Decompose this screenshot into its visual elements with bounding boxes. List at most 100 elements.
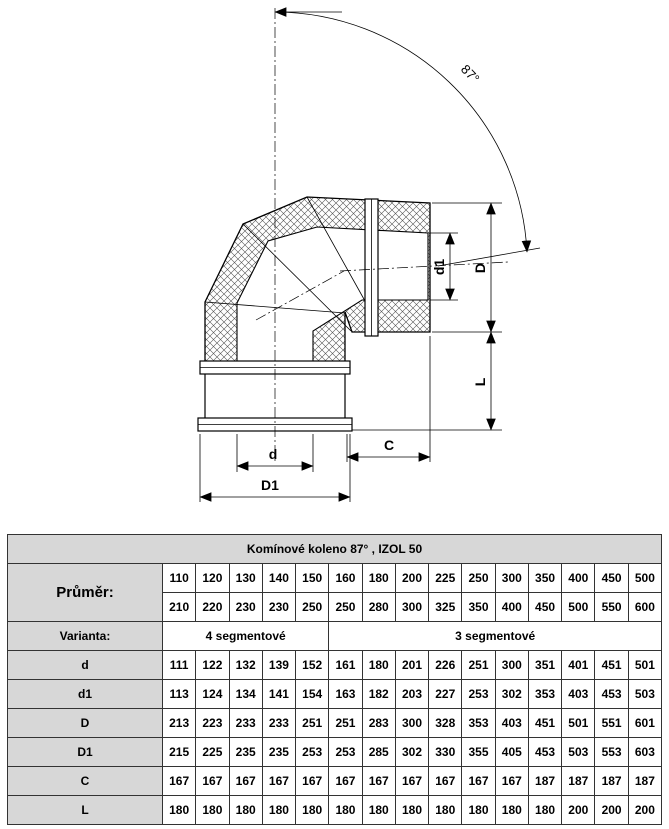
L-label: L xyxy=(472,377,488,386)
table-cell: 130 xyxy=(228,563,263,593)
table-cell: 328 xyxy=(428,708,463,738)
table-cell: 167 xyxy=(195,766,230,796)
table-cell: 167 xyxy=(361,766,396,796)
table-cell: 235 xyxy=(261,737,297,767)
table-cell: 215 xyxy=(161,737,197,767)
table-cell: 233 xyxy=(228,708,263,738)
table-cell: 230 xyxy=(228,592,263,622)
variant-label: Varianta: xyxy=(7,621,163,651)
table-cell: 167 xyxy=(461,766,496,796)
table-cell: 250 xyxy=(295,592,330,622)
table-cell: 120 xyxy=(195,563,230,593)
elbow-technical-drawing: 87° d1 D L C xyxy=(197,7,541,502)
table-cell: 187 xyxy=(527,766,563,796)
table-cell: 124 xyxy=(195,679,230,709)
table-cell: 285 xyxy=(361,737,396,767)
d1-label: d1 xyxy=(431,259,447,276)
variant-3-segment: 3 segmentové xyxy=(328,621,662,651)
table-cell: 553 xyxy=(594,737,629,767)
table-cell: 161 xyxy=(328,650,363,680)
centerlines xyxy=(255,8,509,462)
row-label-d: d xyxy=(7,650,163,680)
table-cell: 140 xyxy=(261,563,297,593)
table-cell: 152 xyxy=(295,650,330,680)
table-cell: 300 xyxy=(394,708,430,738)
table-cell: 253 xyxy=(328,737,363,767)
d-label: d xyxy=(269,446,278,462)
dimension-d1: d1 xyxy=(430,232,458,301)
table-title: Komínové koleno 87° , IZOL 50 xyxy=(7,534,662,564)
table-cell: 400 xyxy=(561,563,596,593)
table-cell: 400 xyxy=(494,592,529,622)
D1-label: D1 xyxy=(261,477,279,493)
table-cell: 187 xyxy=(594,766,629,796)
table-cell: 280 xyxy=(361,592,396,622)
table-cell: 226 xyxy=(428,650,463,680)
angle-arc xyxy=(274,7,532,253)
row-label-D1: D1 xyxy=(7,737,163,767)
table-cell: 167 xyxy=(261,766,297,796)
table-cell: 450 xyxy=(594,563,629,593)
row-label-C: C xyxy=(7,766,163,796)
table-cell: 167 xyxy=(394,766,430,796)
table-cell: 351 xyxy=(527,650,563,680)
table-cell: 600 xyxy=(627,592,663,622)
table-cell: 500 xyxy=(561,592,596,622)
table-cell: 134 xyxy=(228,679,263,709)
table-cell: 213 xyxy=(161,708,197,738)
table-cell: 603 xyxy=(627,737,663,767)
table-cell: 150 xyxy=(295,563,330,593)
table-cell: 253 xyxy=(461,679,496,709)
table-cell: 253 xyxy=(295,737,330,767)
angle-leg-extension-line xyxy=(437,247,541,267)
table-cell: 200 xyxy=(394,563,430,593)
table-cell: 182 xyxy=(361,679,396,709)
dimension-C: C xyxy=(346,336,431,462)
table-cell: 350 xyxy=(461,592,496,622)
table-cell: 283 xyxy=(361,708,396,738)
inner-pipe-bore xyxy=(236,226,429,369)
table-cell: 141 xyxy=(261,679,297,709)
table-cell: 225 xyxy=(195,737,230,767)
table-cell: 167 xyxy=(161,766,197,796)
dimension-table: Komínové koleno 87° , IZOL 50 Průměr: 11… xyxy=(7,534,663,825)
table-cell: 160 xyxy=(328,563,363,593)
table-cell: 453 xyxy=(527,737,563,767)
table-cell: 167 xyxy=(295,766,330,796)
table-cell: 167 xyxy=(228,766,263,796)
D-label: D xyxy=(472,263,488,273)
table-cell: 503 xyxy=(561,737,596,767)
table-cell: 451 xyxy=(527,708,563,738)
table-cell: 302 xyxy=(394,737,430,767)
table-cell: 223 xyxy=(195,708,230,738)
table-cell: 122 xyxy=(195,650,230,680)
table-cell: 132 xyxy=(228,650,263,680)
table-cell: 403 xyxy=(494,708,529,738)
row-label-D: D xyxy=(7,708,163,738)
table-cell: 401 xyxy=(561,650,596,680)
table-cell: 501 xyxy=(627,650,663,680)
table-cell: 551 xyxy=(594,708,629,738)
table-cell: 187 xyxy=(561,766,596,796)
horizontal-centerline xyxy=(339,261,509,272)
table-cell: 325 xyxy=(428,592,463,622)
table-cell: 233 xyxy=(261,708,297,738)
table-cell: 251 xyxy=(295,708,330,738)
table-cell: 180 xyxy=(361,563,396,593)
table-cell: 187 xyxy=(627,766,663,796)
table-cell: 250 xyxy=(328,592,363,622)
table-cell: 451 xyxy=(594,650,629,680)
row-label-d1: d1 xyxy=(7,679,163,709)
table-cell: 501 xyxy=(561,708,596,738)
table-cell: 503 xyxy=(627,679,663,709)
table-cell: 210 xyxy=(161,592,197,622)
table-cell: 167 xyxy=(328,766,363,796)
table-cell: 250 xyxy=(461,563,496,593)
table-title-row: Komínové koleno 87° , IZOL 50 xyxy=(7,534,662,564)
table-cell: 302 xyxy=(494,679,529,709)
table-cell: 139 xyxy=(261,650,297,680)
